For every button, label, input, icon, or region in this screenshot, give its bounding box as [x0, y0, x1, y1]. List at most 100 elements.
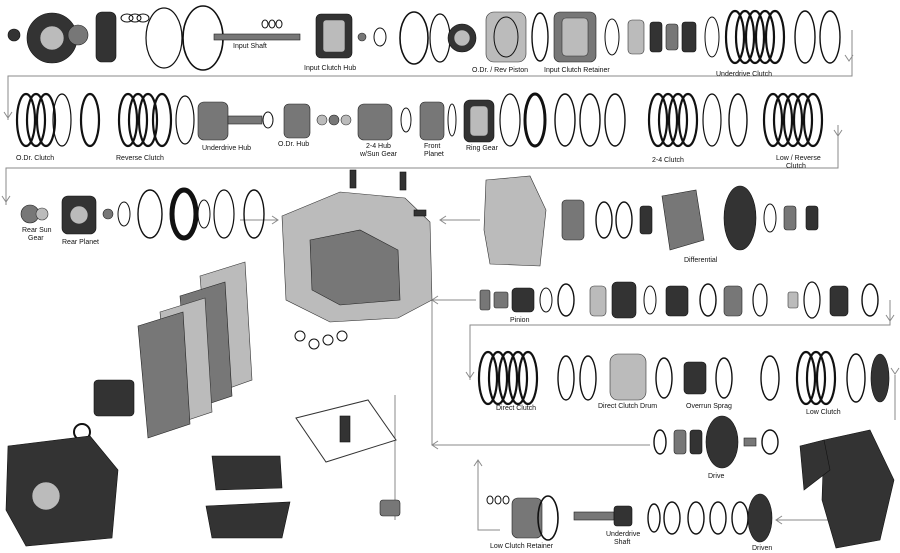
- differential-parts: Differential: [483, 175, 819, 267]
- odr-clutch-pack: [15, 92, 57, 148]
- pinion-gear: [511, 287, 535, 313]
- flow-line-row2: [5, 125, 839, 205]
- bearing: [673, 429, 687, 455]
- seal-ring: [699, 283, 717, 317]
- odr-rev-piston: [485, 11, 527, 63]
- bearing: [783, 205, 797, 231]
- flow-arrow: [844, 54, 854, 62]
- label-direct-clutch-drum: Direct Clutch Drum: [598, 403, 657, 410]
- label-rear-planet: Rear Planet: [62, 239, 99, 246]
- row-2-parts: O.Dr. Clutch Reverse Clutch Underdrive H…: [15, 92, 824, 170]
- seal-ring: [704, 16, 720, 58]
- seal-ring: [715, 357, 733, 399]
- solenoid-pack: [93, 379, 135, 417]
- oil-pan: [205, 501, 291, 539]
- spring-plate-center: [453, 29, 471, 47]
- label-low-clutch: Low Clutch: [806, 409, 841, 416]
- label-input-shaft: Input Shaft: [233, 43, 267, 50]
- flow-line-row1: [7, 30, 853, 120]
- low-clutch-pack: [795, 350, 837, 406]
- flow-arrow: [3, 111, 13, 119]
- dipstick-inset: [295, 399, 401, 517]
- label-underdrive-shaft-sub: Shaft: [614, 539, 630, 546]
- label-odr-clutch: O.Dr. Clutch: [16, 155, 54, 162]
- valve-plate: [137, 311, 191, 439]
- label-low-reverse-clutch-sub: Clutch: [786, 163, 806, 170]
- seal-part: [7, 28, 21, 42]
- small-ring: [643, 285, 657, 315]
- bracket: [799, 439, 831, 491]
- direct-clutch-drum: [609, 353, 647, 401]
- bearing: [689, 429, 703, 455]
- snap-ring: [761, 429, 779, 455]
- differential-housing: [483, 175, 547, 267]
- underdrive-shaft-spline: [613, 505, 633, 527]
- small-rings: [261, 19, 283, 29]
- small-ring: [117, 201, 131, 227]
- hub-inner: [322, 19, 346, 53]
- seal-ring: [655, 357, 673, 399]
- label-input-clutch-hub: Input Clutch Hub: [304, 65, 356, 72]
- piston: [870, 353, 890, 403]
- solenoid-plugs: [349, 169, 427, 217]
- small-ring: [447, 103, 457, 137]
- label-input-clutch-retainer: Input Clutch Retainer: [544, 67, 610, 74]
- manual-lever: [379, 499, 401, 517]
- overrun-sprag: [683, 361, 707, 395]
- plate-ring: [52, 93, 72, 147]
- label-direct-clutch: Direct Clutch: [496, 405, 536, 412]
- flow-arrow: [775, 515, 783, 525]
- gasket-ring: [145, 7, 183, 69]
- seal-ring: [647, 503, 661, 533]
- piston-bore: [493, 16, 519, 58]
- plate-ring: [554, 93, 576, 147]
- label-pinion: Pinion: [510, 317, 530, 324]
- small-ring: [373, 27, 387, 47]
- seal-ring: [595, 201, 613, 239]
- flow-line-bottom: [477, 460, 500, 531]
- row-1-parts: Input Shaft Input Clutch Hub O.Dr. / Rev…: [7, 5, 841, 78]
- flow-lines: [1, 30, 900, 531]
- small-ring: [400, 107, 412, 133]
- driven-gear: [747, 493, 773, 543]
- ring-gear-inner: [469, 105, 489, 137]
- flow-arrow: [1, 195, 11, 203]
- springs: [120, 13, 150, 23]
- valve-body-on-case: [309, 229, 401, 306]
- small-ring: [539, 287, 553, 313]
- seal-ring: [531, 12, 549, 62]
- rear-planet-hub: [69, 205, 89, 225]
- label-differential: Differential: [684, 257, 718, 264]
- differential-case: [661, 189, 705, 251]
- washer: [357, 32, 367, 42]
- bolt: [743, 437, 757, 447]
- gear-part: [681, 21, 697, 53]
- flow-arrow: [885, 314, 895, 322]
- washer: [316, 114, 328, 126]
- bearing: [493, 291, 509, 309]
- drive-gear: [705, 415, 739, 469]
- gear-part: [829, 285, 849, 317]
- drive-row-parts: Drive: [653, 415, 895, 549]
- transmission-case: [281, 169, 433, 350]
- label-overrun-sprag: Overrun Sprag: [686, 403, 732, 410]
- small-ring: [262, 111, 274, 129]
- sun-gear-hub: [35, 207, 49, 221]
- bearing-retainer: [561, 199, 585, 241]
- small-ring: [197, 199, 211, 229]
- washer: [102, 208, 114, 220]
- label-front-planet: Front: [424, 143, 440, 150]
- flow-arrow: [439, 215, 447, 225]
- flow-arrow: [473, 459, 483, 467]
- label-ring-gear: Ring Gear: [466, 145, 499, 152]
- label-underdrive-shaft: Underdrive: [606, 531, 640, 538]
- front-planet: [419, 101, 445, 141]
- flow-arrow: [890, 367, 900, 375]
- ring-gear-final: [723, 185, 757, 251]
- hub-24-sun-gear: [357, 103, 393, 141]
- underdrive-clutch-pack: [724, 9, 786, 65]
- input-shaft: [213, 33, 301, 41]
- plate-ring: [243, 189, 265, 239]
- label-hub-24-sub: w/Sun Gear: [359, 151, 398, 158]
- label-underdrive-clutch: Underdrive Clutch: [716, 71, 772, 78]
